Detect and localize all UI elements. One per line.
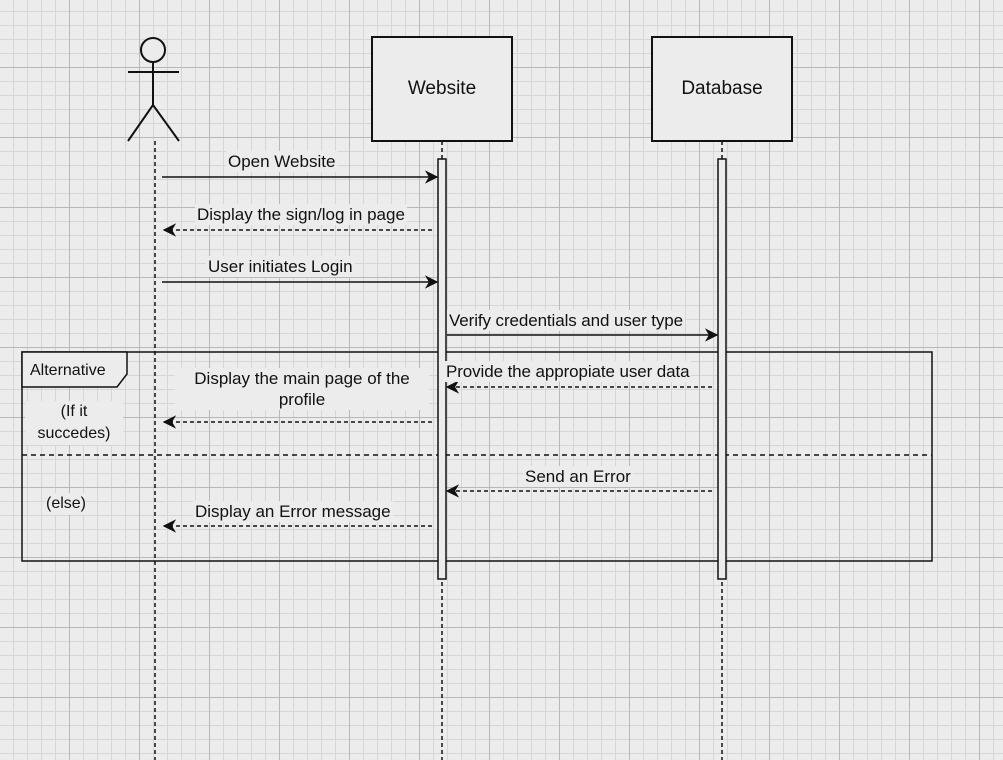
message-label-send-error: Send an Error	[523, 466, 633, 487]
alt-guard-if: (If it succedes)	[25, 401, 123, 445]
participant-website-box	[371, 36, 513, 142]
alt-fragment	[21, 351, 933, 562]
message-label-user-login: User initiates Login	[206, 256, 355, 277]
message-label-main-page: Display the main page of the profile	[175, 368, 429, 410]
message-label-verify: Verify credentials and user type	[447, 310, 685, 331]
alt-fragment-tag	[21, 351, 128, 388]
actor-user	[127, 37, 180, 142]
message-label-display-login: Display the sign/log in page	[195, 204, 407, 225]
participant-website-label: Website	[407, 78, 477, 99]
alt-guard-else: (else)	[46, 493, 87, 515]
message-label-provide-data: Provide the appropiate user data	[444, 361, 692, 382]
message-label-error-message: Display an Error message	[193, 501, 393, 522]
participant-database-label: Database	[681, 78, 763, 99]
participant-database-box	[651, 36, 793, 142]
alt-operator-label: Alternative	[30, 362, 106, 379]
message-label-open-website: Open Website	[226, 151, 338, 172]
activation-database	[717, 158, 727, 580]
